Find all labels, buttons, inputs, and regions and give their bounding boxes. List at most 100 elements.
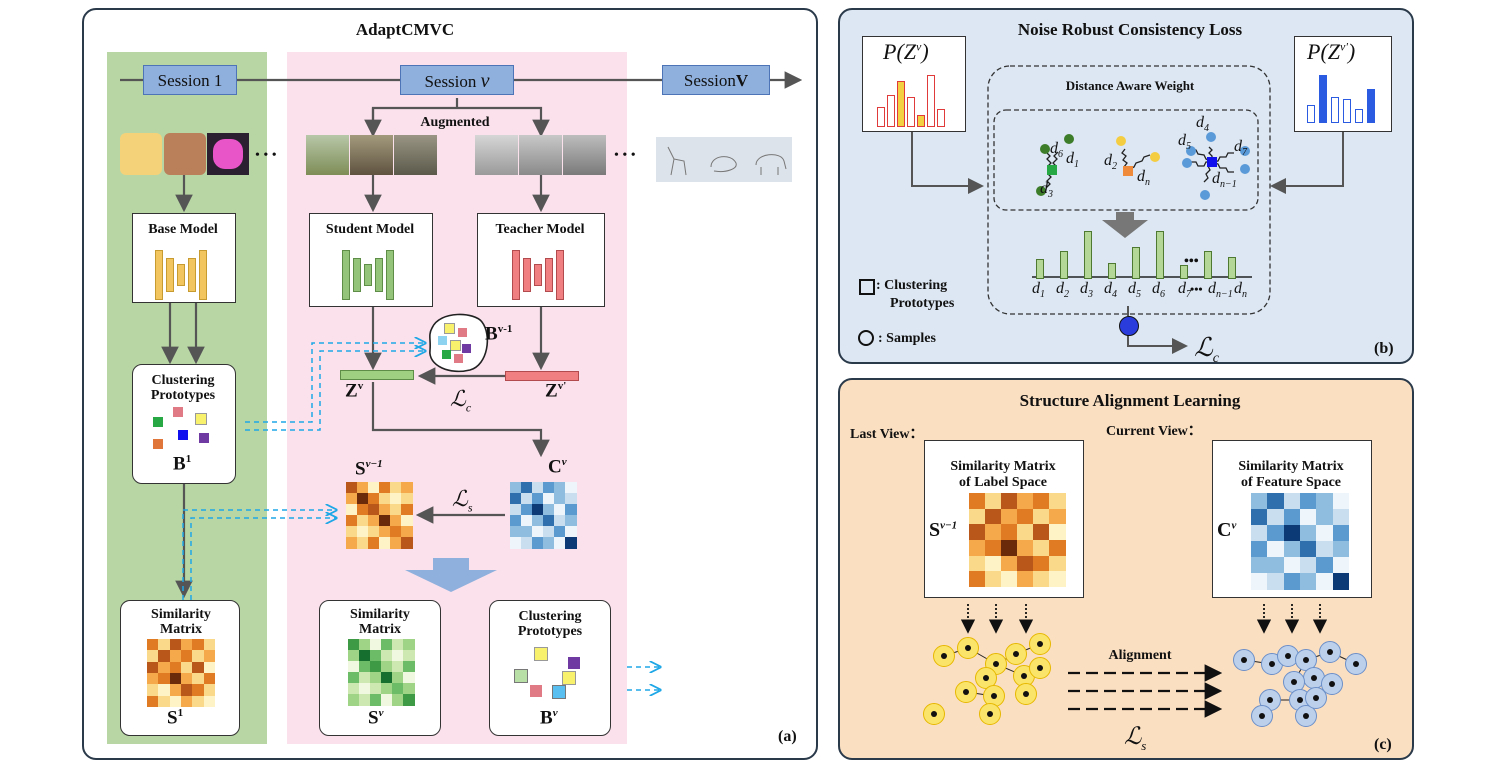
- sample-blue-1: [1206, 132, 1216, 142]
- pz-v2-label: P(Zv'): [1307, 39, 1356, 64]
- s1-symbol: S1: [167, 707, 184, 729]
- current-view-label: Current View：: [1106, 424, 1202, 439]
- sample-yellow-2: [1150, 152, 1160, 162]
- heatmap-cell: [1283, 493, 1301, 510]
- heatmap-cell: [401, 504, 413, 516]
- heatmap-cell: [554, 526, 566, 538]
- bar: [1060, 251, 1068, 279]
- heatmap-cell: [169, 661, 182, 674]
- heatmap-cell: [565, 526, 577, 538]
- heatmap-cell: [392, 694, 404, 706]
- heatmap-cell: [1049, 540, 1066, 557]
- heatmap-cell: [370, 650, 382, 662]
- heatmap-cell: [401, 482, 413, 494]
- heatmap-cell: [346, 493, 358, 505]
- heatmap-cell: [554, 493, 566, 505]
- heatmap-cell: [158, 639, 171, 651]
- similarity-matrix-label: Similarity Matrix: [151, 607, 211, 637]
- d-axis-label: d7: [1178, 280, 1191, 301]
- heatmap-cell: [390, 515, 402, 527]
- prototype-blue: [1207, 157, 1217, 167]
- feature-space-matrix-box: Similarity Matrix of Feature Space Cv: [1212, 440, 1372, 598]
- graph-node: [955, 681, 977, 703]
- heatmap-cell: [985, 508, 1002, 525]
- heatmap-cell: [532, 537, 544, 549]
- heatmap-cell: [359, 694, 371, 706]
- heatmap-cell: [359, 672, 371, 684]
- heatmap-cell: [346, 537, 358, 549]
- heatmap-cell: [181, 673, 193, 685]
- heatmap-cell: [169, 639, 182, 651]
- panel-b-tag: (b): [1374, 340, 1394, 357]
- heatmap-sv1: [346, 482, 413, 549]
- label-space-title-2: of Label Space: [959, 475, 1047, 490]
- d-axis-label: dn−1: [1208, 280, 1233, 301]
- student-net-icon: [342, 250, 402, 300]
- heatmap-cell: [357, 504, 369, 516]
- heatmap-cell: [348, 661, 360, 673]
- heatmap-cell: [1033, 508, 1050, 525]
- sample-yellow-1: [1116, 136, 1126, 146]
- heatmap-cell: [359, 639, 371, 651]
- sample-green-2: [1064, 134, 1074, 144]
- heatmap-cell: [381, 661, 393, 673]
- heatmap-cell: [1283, 509, 1301, 526]
- heatmap-cell: [403, 650, 415, 662]
- heatmap-cell: [1332, 557, 1350, 574]
- heatmap-cell: [181, 661, 193, 674]
- d-axis-label: d3: [1080, 280, 1093, 301]
- heatmap-cell: [1001, 524, 1018, 541]
- heatmap-cell: [181, 684, 193, 697]
- zv-symbol: Zv: [345, 380, 364, 402]
- heatmap-cell: [969, 555, 986, 572]
- heatmap-cell: [1316, 509, 1334, 526]
- heatmap-cell: [1017, 555, 1034, 572]
- graph-node: [1295, 705, 1317, 727]
- ellipsis-right: • • •: [614, 148, 636, 163]
- graph-node: [1029, 633, 1051, 655]
- heatmap-cell: [1267, 541, 1285, 558]
- heatmap-cell: [348, 672, 360, 684]
- augmented-label: Augmented: [420, 115, 490, 130]
- heatmap-cell: [1316, 541, 1334, 558]
- heatmap-cell: [554, 515, 566, 527]
- heatmap-cell: [1300, 573, 1317, 590]
- heatmap-cell: [169, 695, 182, 708]
- daw-d7: d7: [1234, 138, 1247, 159]
- heatmap-cell: [1332, 525, 1350, 542]
- heatmap-cell: [348, 694, 360, 706]
- heatmap-cell: [403, 694, 415, 706]
- panel-a: [82, 8, 818, 760]
- heatmap-cell: [392, 639, 404, 651]
- similarity-matrix-sv-box: Similarity Matrix Sv: [319, 600, 441, 736]
- bar: [907, 97, 915, 127]
- heatmap-cell: [1283, 525, 1301, 542]
- heatmap-cell: [368, 504, 380, 516]
- heatmap-cell: [510, 493, 522, 505]
- heatmap-cell: [1316, 573, 1334, 590]
- heatmap-cell: [348, 683, 360, 695]
- heatmap-cell: [403, 672, 415, 684]
- heatmap-cell: [203, 695, 216, 708]
- d-axis-label: dn: [1234, 280, 1247, 301]
- d-axis-label: d4: [1104, 280, 1117, 301]
- sample-green-1: [1040, 144, 1050, 154]
- heatmap-cell: [348, 650, 360, 662]
- heatmap-cell: [543, 515, 555, 527]
- bar: [1084, 231, 1092, 279]
- heatmap-cell: [543, 493, 555, 505]
- pz-v2-box: P(Zv'): [1294, 36, 1392, 132]
- heatmap-cell: [390, 537, 402, 549]
- heatmap-cell: [181, 695, 193, 708]
- heatmap-cell: [543, 537, 555, 549]
- heatmap-cell: [403, 683, 415, 695]
- graph-node: [1283, 671, 1305, 693]
- heatmap-cell: [510, 482, 522, 494]
- heatmap-cell: [969, 508, 986, 525]
- photo-image-elephant: [394, 135, 437, 175]
- heatmap-cell: [203, 650, 216, 663]
- graph-node: [1005, 643, 1027, 665]
- heatmap-cell: [357, 526, 369, 538]
- legend-prototype-label-2: Prototypes: [890, 296, 955, 311]
